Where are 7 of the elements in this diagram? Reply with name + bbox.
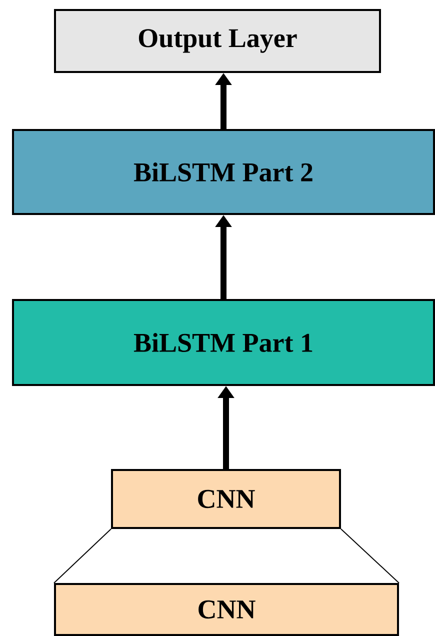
layer-box: CNN (54, 583, 399, 636)
connector-line (54, 528, 112, 584)
layer-box: CNN (111, 469, 341, 529)
connector-line (340, 528, 400, 584)
layer-box: BiLSTM Part 2 (12, 129, 435, 215)
layer-box: BiLSTM Part 1 (12, 299, 435, 386)
layer-box: Output Layer (54, 9, 381, 73)
